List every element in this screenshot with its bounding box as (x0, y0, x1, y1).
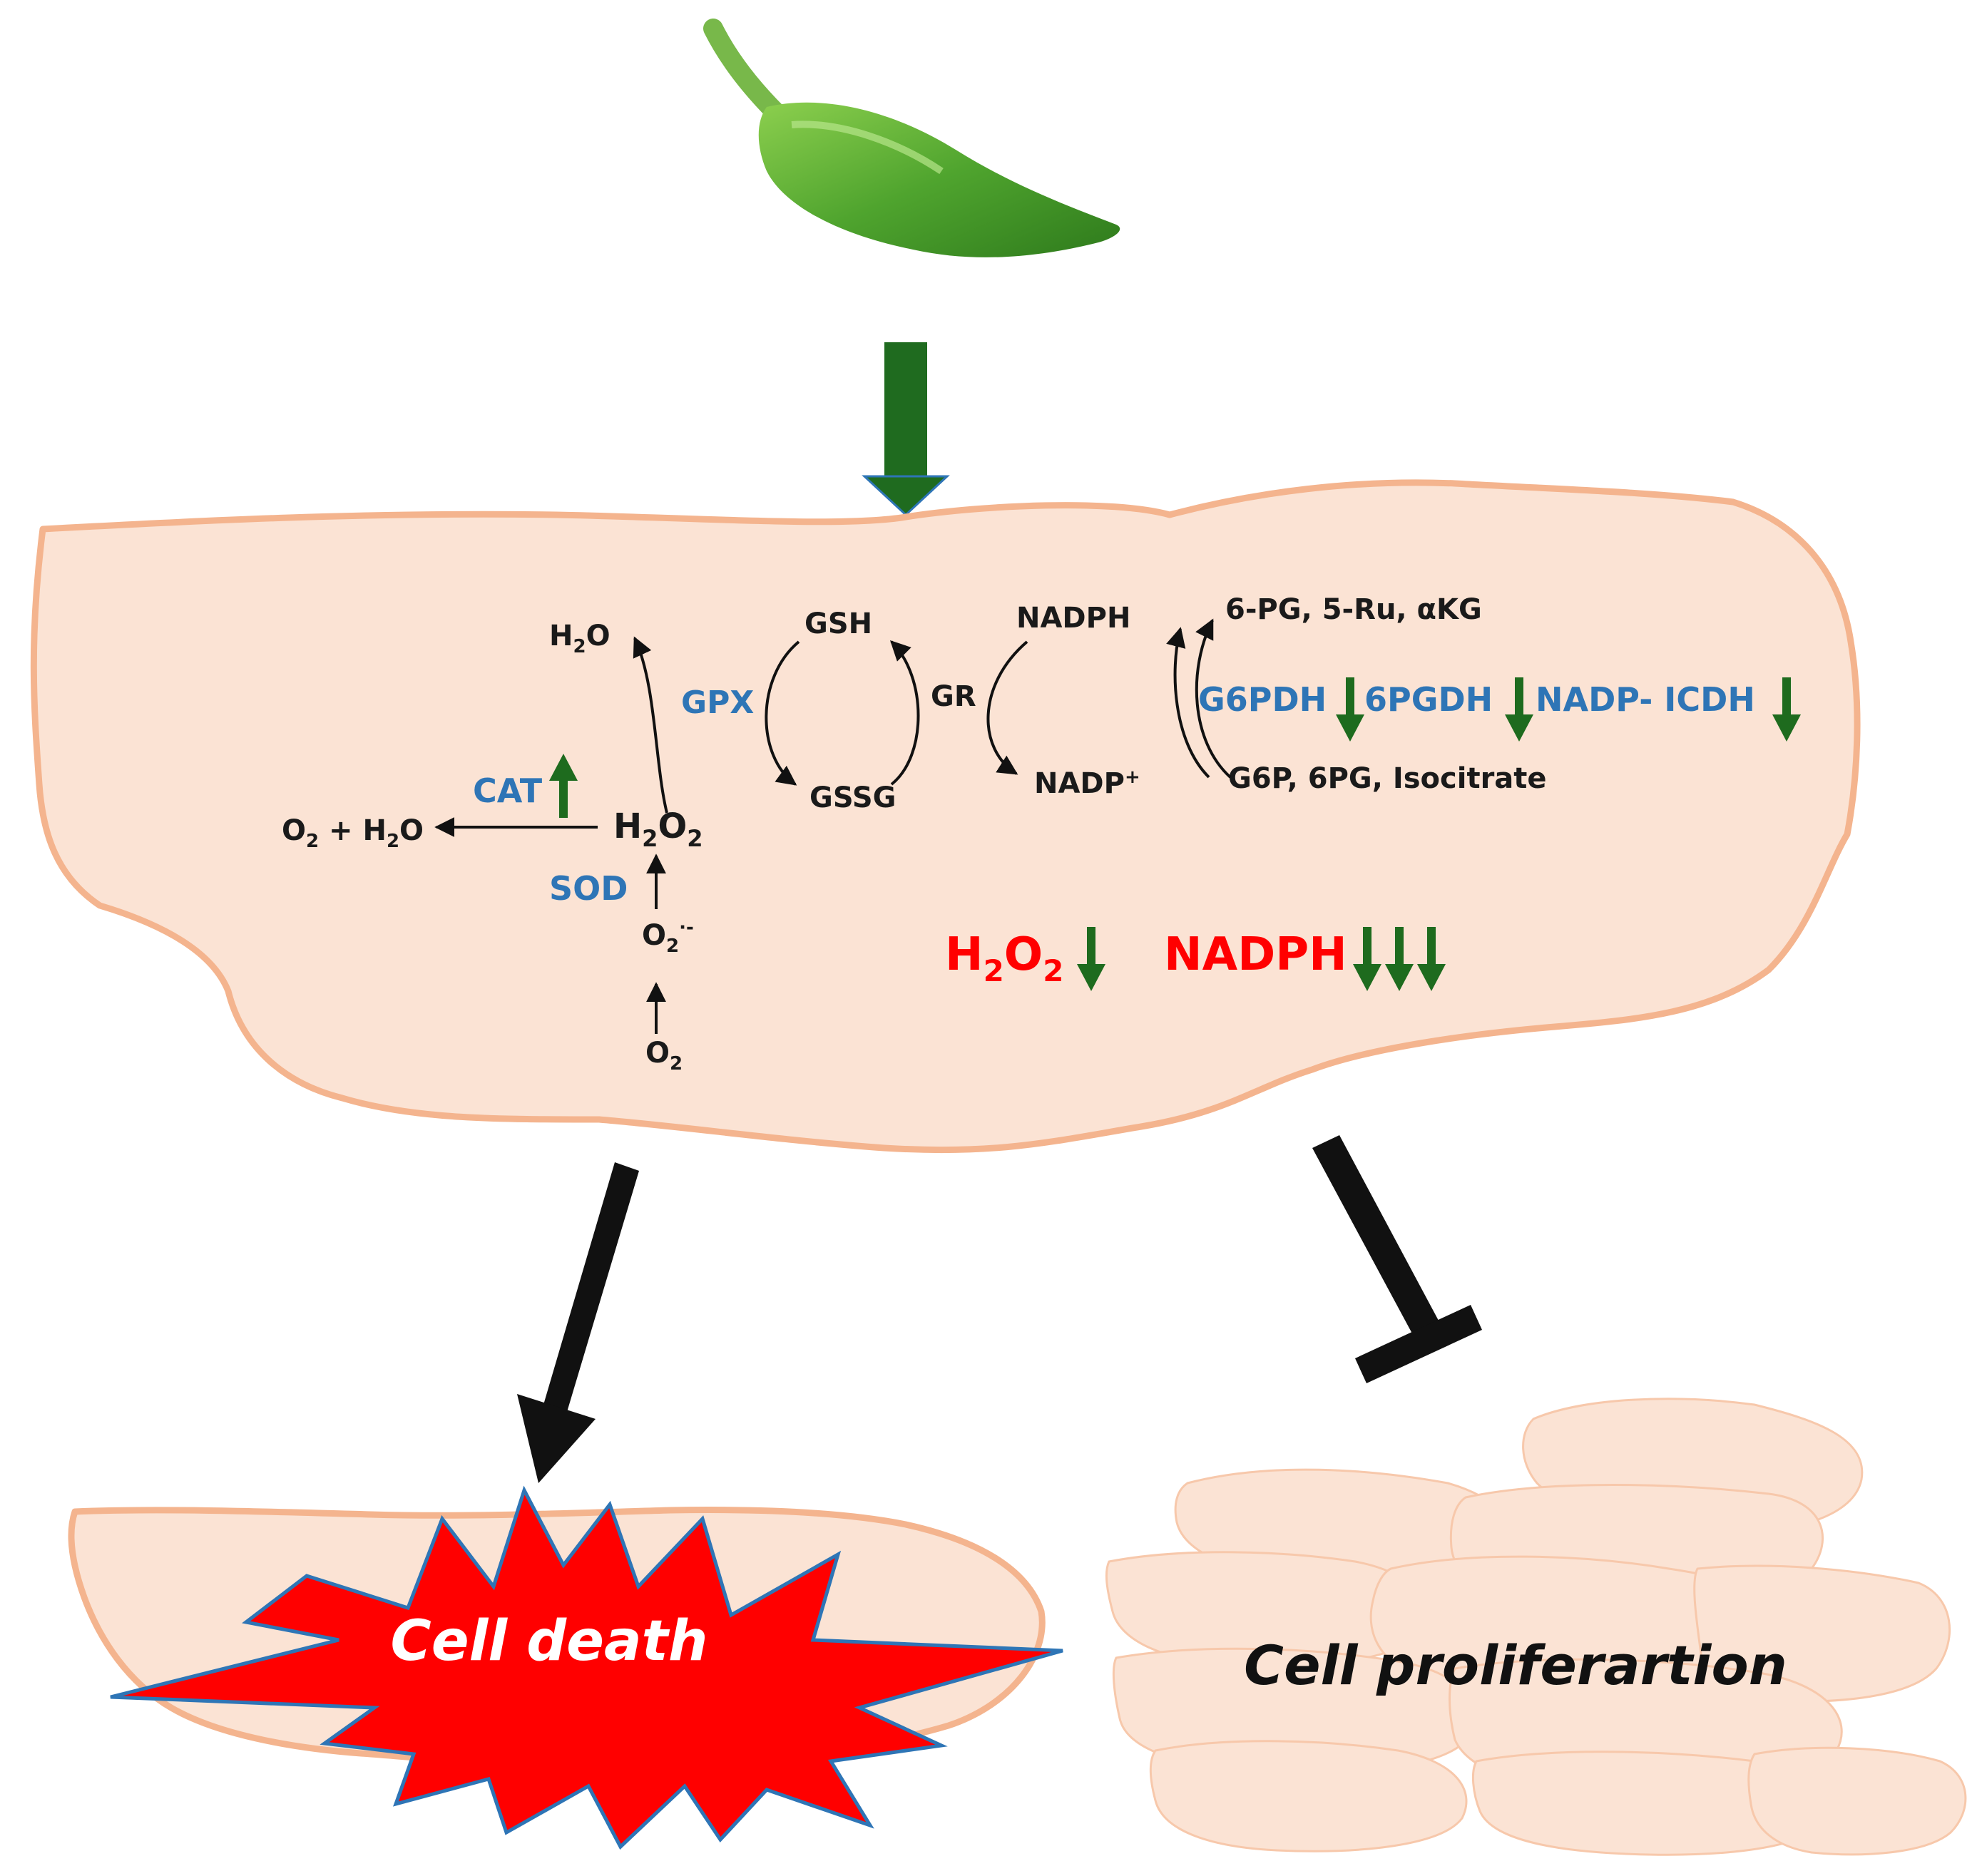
cell-death-burst (110, 1485, 1063, 1850)
cell-proliferation-label: Cell proliferartion (1244, 1634, 1787, 1697)
6pgdh-label: 6PGDH (1364, 680, 1493, 719)
pathway-arrows (434, 618, 1801, 1034)
gssg-label: GSSG (809, 781, 896, 814)
inhibition-bar (1312, 1135, 1482, 1383)
treatment-arrow (862, 342, 950, 517)
products-label: 6-PG, 5-Ru, αKG (1225, 593, 1482, 626)
h2o2-label: H2O2 (613, 806, 703, 852)
nadph-label: NADPH (1016, 602, 1130, 635)
summary-labels: H2O2 NADPH (945, 927, 1446, 991)
gpx-label: GPX (681, 685, 754, 721)
g6pdh-label: G6PDH (1198, 680, 1327, 719)
proliferating-cells (1105, 1398, 1967, 1856)
water-label: H2O (549, 620, 611, 657)
oxygen-label: O2 (645, 1037, 683, 1075)
o2-water-label: O2 + H2O (282, 814, 424, 852)
superoxide-label: O2·- (642, 917, 694, 957)
sod-label: SOD (549, 869, 628, 908)
main-cell (30, 479, 1861, 1154)
summary-nadph-label: NADPH (1164, 928, 1347, 981)
cat-label: CAT (473, 772, 543, 810)
gsh-label: GSH (804, 608, 872, 640)
pepper-image (703, 19, 1120, 257)
icdh-label: NADP- ICDH (1536, 680, 1755, 719)
substrates-label: G6P, 6PG, Isocitrate (1228, 762, 1547, 795)
nadp-label: NADP+ (1034, 767, 1140, 800)
death-arrow (517, 1162, 639, 1483)
cell-death-label: Cell death (391, 1609, 708, 1673)
summary-h2o2-label: H2O2 (945, 928, 1063, 988)
gr-label: GR (931, 680, 976, 713)
pathway-labels: H2O GSH GSSG GPX GR NADPH NADP+ 6-PG, 5-… (282, 593, 1755, 1075)
cat-up-arrow-icon (549, 754, 578, 818)
